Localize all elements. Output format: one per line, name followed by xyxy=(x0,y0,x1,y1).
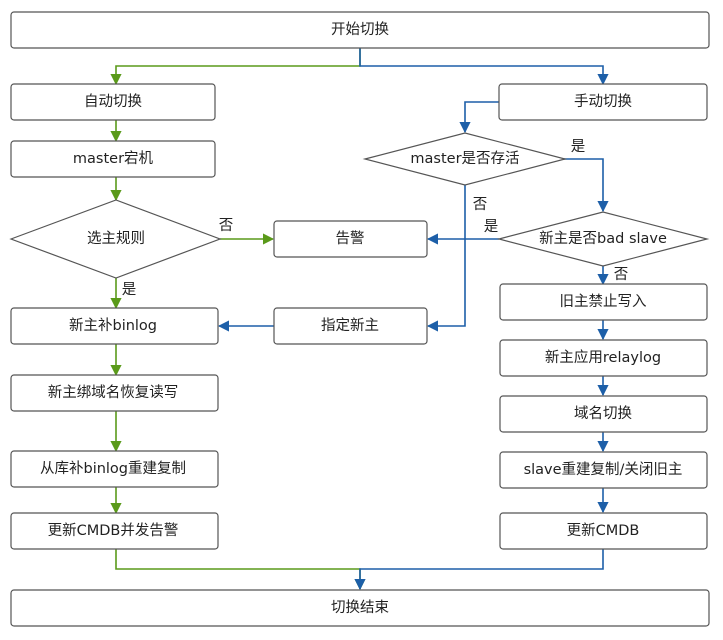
node-assign-new-master: 指定新主 xyxy=(273,307,428,345)
node-domain-switch: 域名切换 xyxy=(499,395,708,433)
node-update-cmdb: 更新CMDB xyxy=(499,512,708,550)
label-select-rule-yes: 是 xyxy=(122,282,137,298)
node-domain-switch-label: 域名切换 xyxy=(574,405,632,422)
node-manual-switch: 手动切换 xyxy=(498,83,708,121)
node-slave-rebuild-label: 从库补binlog重建复制 xyxy=(40,459,186,477)
node-forbid-write: 旧主禁止写入 xyxy=(499,283,708,321)
label-master-alive-no: 否 xyxy=(473,197,488,213)
node-update-cmdb-alert: 更新CMDB并发告警 xyxy=(10,512,219,550)
node-slave-rebuild-close: slave重建复制/关闭旧主 xyxy=(499,451,708,489)
node-bad-slave-label: 新主是否bad slave xyxy=(539,230,667,247)
node-start-label: 开始切换 xyxy=(331,21,389,38)
node-master-alive-label: master是否存活 xyxy=(410,150,519,167)
edge-update-cmdb-alert-to-end xyxy=(115,549,366,591)
node-update-cmdb-label: 更新CMDB xyxy=(567,522,640,539)
node-fill-binlog: 新主补binlog xyxy=(10,307,219,345)
edge-update-cmdb-to-end xyxy=(354,549,604,591)
node-assign-new-master-label: 指定新主 xyxy=(321,317,379,334)
node-apply-relaylog-label: 新主应用relaylog xyxy=(545,348,661,366)
node-select-rule-label: 选主规则 xyxy=(87,230,145,247)
node-alert: 告警 xyxy=(273,220,428,258)
node-slave-rebuild-close-label: slave重建复制/关闭旧主 xyxy=(524,460,683,478)
edge-master-alive-yes-to-bad-slave xyxy=(555,158,609,213)
node-update-cmdb-alert-label: 更新CMDB并发告警 xyxy=(48,522,179,539)
node-start: 开始切换 xyxy=(10,11,710,49)
node-master-alive: master是否存活 xyxy=(362,132,568,186)
node-end: 切换结束 xyxy=(10,589,710,627)
node-forbid-write-label: 旧主禁止写入 xyxy=(560,293,647,310)
edge-start-to-auto xyxy=(110,48,361,86)
node-end-label: 切换结束 xyxy=(331,599,389,616)
edge-start-to-manual xyxy=(359,48,609,86)
node-auto-switch-label: 自动切换 xyxy=(84,93,142,110)
node-master-down-label: master宕机 xyxy=(73,150,154,167)
node-alert-label: 告警 xyxy=(336,230,365,247)
label-select-rule-no: 否 xyxy=(219,218,234,234)
label-master-alive-yes: 是 xyxy=(571,139,586,155)
node-apply-relaylog: 新主应用relaylog xyxy=(499,339,708,377)
node-slave-rebuild: 从库补binlog重建复制 xyxy=(10,450,219,488)
node-bind-domain: 新主绑域名恢复读写 xyxy=(10,374,219,412)
label-bad-slave-yes: 是 xyxy=(484,219,499,235)
node-bind-domain-label: 新主绑域名恢复读写 xyxy=(48,383,179,401)
node-auto-switch: 自动切换 xyxy=(10,83,216,121)
node-select-rule: 选主规则 xyxy=(9,199,222,279)
node-manual-switch-label: 手动切换 xyxy=(574,93,632,110)
edge-master-alive-no-to-assign xyxy=(426,185,466,332)
node-fill-binlog-label: 新主补binlog xyxy=(69,317,157,334)
node-bad-slave: 新主是否bad slave xyxy=(496,211,710,267)
label-bad-slave-no: 否 xyxy=(614,267,629,283)
edge-manual-to-master-alive xyxy=(459,101,499,134)
node-master-down: master宕机 xyxy=(10,140,216,178)
